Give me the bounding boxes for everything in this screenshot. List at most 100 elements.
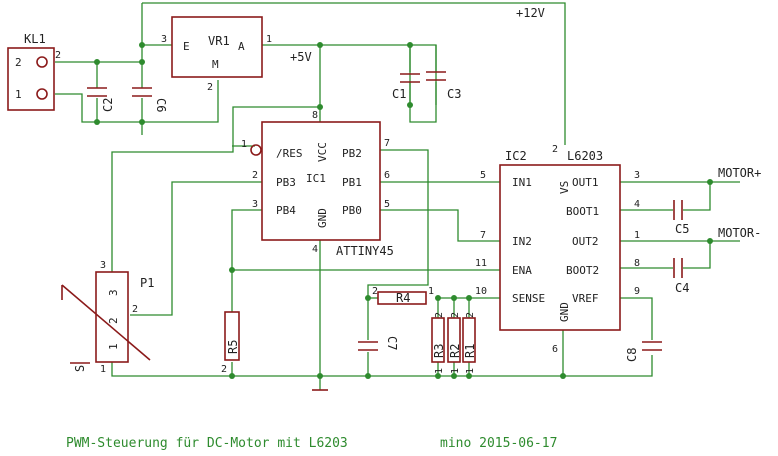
kl1-pin2-label: 2 bbox=[15, 56, 22, 69]
ic1-num-3: 3 bbox=[252, 199, 258, 210]
ic1-pin-pb0: PB0 bbox=[342, 204, 362, 217]
potentiometer-p1: P1 S 3 2 1 3 2 1 bbox=[61, 260, 154, 375]
r4-label: R4 bbox=[396, 291, 410, 305]
ic2-l6203: IC2 L6203 IN1 IN2 ENA SENSE OUT1 BOOT1 O… bbox=[475, 144, 640, 355]
ic2-pin-out2: OUT2 bbox=[572, 235, 599, 248]
resistor-r5: R5 2 bbox=[221, 311, 240, 375]
p1-num-2: 2 bbox=[132, 304, 138, 315]
resistor-r4: R4 1 bbox=[377, 286, 434, 305]
r4-num-1: 1 bbox=[428, 286, 434, 297]
net-5v: +5V bbox=[290, 50, 312, 64]
wires bbox=[55, 2, 740, 390]
r5-label: R5 bbox=[226, 340, 240, 354]
c8-label: C8 bbox=[625, 348, 639, 362]
net-motor-plus: MOTOR+ bbox=[718, 166, 761, 180]
ic2-num-3: 3 bbox=[634, 170, 640, 181]
capacitor-c8: C8 bbox=[625, 341, 662, 362]
ic1-pin-pb4: PB4 bbox=[276, 204, 296, 217]
ic1-num-5: 5 bbox=[384, 199, 390, 210]
vr1-pin-a: A bbox=[238, 40, 245, 53]
capacitor-c2: C2 bbox=[87, 87, 115, 112]
resistor-r3: R3 2 1 bbox=[431, 312, 446, 374]
kl1-ref: KL1 bbox=[24, 32, 46, 46]
r1-num-2: 2 bbox=[465, 312, 476, 318]
r2-num-1: 1 bbox=[450, 368, 461, 374]
c6-label: C6 bbox=[154, 98, 168, 112]
ic1-num-7: 7 bbox=[384, 138, 390, 149]
ic2-pin-in2: IN2 bbox=[512, 235, 532, 248]
ic1-attiny45: /RES PB3 PB4 PB2 PB1 PB0 IC1 VCC GND ATT… bbox=[241, 110, 394, 258]
vr1-ref: VR1 bbox=[208, 34, 230, 48]
ic1-num-1: 1 bbox=[241, 139, 247, 150]
ic2-num-7: 7 bbox=[480, 230, 486, 241]
ic1-num-4: 4 bbox=[312, 244, 318, 255]
p1-ref: P1 bbox=[140, 276, 154, 290]
vr1-num-1: 1 bbox=[266, 34, 272, 45]
ic2-name: L6203 bbox=[567, 149, 603, 163]
c7-num-2: 2 bbox=[372, 286, 378, 297]
ic2-num-1: 1 bbox=[634, 230, 640, 241]
ic2-pin-vref: VREF bbox=[572, 292, 599, 305]
ic2-pin-boot1: BOOT1 bbox=[566, 205, 599, 218]
ic2-num-4: 4 bbox=[634, 199, 640, 210]
ic2-num-8: 8 bbox=[634, 258, 640, 269]
c7-label: C7 bbox=[385, 336, 399, 350]
ic2-pin-sense: SENSE bbox=[512, 292, 545, 305]
c3-label: C3 bbox=[447, 87, 461, 101]
p1-s-label: S bbox=[73, 365, 87, 372]
c5-label: C5 bbox=[675, 222, 689, 236]
ic1-num-2: 2 bbox=[252, 170, 258, 181]
schematic-title: PWM-Steuerung für DC-Motor mit L6203 bbox=[66, 436, 348, 451]
voltage-regulator-vr1: E VR1 A M 3 1 2 bbox=[161, 16, 272, 93]
ic2-ref: IC2 bbox=[505, 149, 527, 163]
capacitor-c4: C4 bbox=[673, 258, 689, 295]
kl1-pin2-num: 2 bbox=[55, 50, 61, 61]
ic1-num-6: 6 bbox=[384, 170, 390, 181]
ic2-num-10: 10 bbox=[475, 286, 487, 297]
ic1-pin-pb1: PB1 bbox=[342, 176, 362, 189]
ic1-name: ATTINY45 bbox=[336, 244, 394, 258]
ic2-pin-in1: IN1 bbox=[512, 176, 532, 189]
capacitor-c3: C3 bbox=[426, 71, 461, 101]
r3-label: R3 bbox=[432, 344, 446, 358]
net-motor-minus: MOTOR- bbox=[718, 226, 761, 240]
ic2-num-6: 6 bbox=[552, 344, 558, 355]
connector-kl1: KL1 2 1 2 bbox=[7, 32, 61, 111]
capacitor-c5: C5 bbox=[673, 200, 689, 236]
r3-num-1: 1 bbox=[434, 368, 445, 374]
resistor-r2: R2 2 1 bbox=[447, 312, 462, 374]
net-12v: +12V bbox=[516, 6, 545, 20]
ic1-num-8: 8 bbox=[312, 110, 318, 121]
c1-label: C1 bbox=[392, 87, 406, 101]
vr1-num-3: 3 bbox=[161, 34, 167, 45]
ic1-pin-res: /RES bbox=[276, 147, 303, 160]
ic2-pin-boot2: BOOT2 bbox=[566, 264, 599, 277]
ic2-num-5: 5 bbox=[480, 170, 486, 181]
ic2-pin-ena: ENA bbox=[512, 264, 532, 277]
vr1-num-2: 2 bbox=[207, 82, 213, 93]
ic2-pin-gnd: GND bbox=[558, 302, 571, 322]
ic1-pin-vcc: VCC bbox=[316, 142, 329, 162]
capacitor-c7: C7 2 bbox=[358, 286, 399, 351]
kl1-pin1-label: 1 bbox=[15, 88, 22, 101]
p1-inner-3: 3 bbox=[107, 289, 120, 296]
ic2-num-9: 9 bbox=[634, 286, 640, 297]
r3-num-2: 2 bbox=[434, 312, 445, 318]
vr1-pin-e: E bbox=[183, 40, 190, 53]
p1-num-1: 1 bbox=[100, 364, 106, 375]
ic2-num-11: 11 bbox=[475, 258, 487, 269]
ic2-pin-vs: VS bbox=[558, 181, 571, 194]
c2-label: C2 bbox=[101, 98, 115, 112]
ic1-pin-gnd: GND bbox=[316, 208, 329, 228]
r1-num-1: 1 bbox=[465, 368, 476, 374]
ic1-pin-pb3: PB3 bbox=[276, 176, 296, 189]
ic2-num-2: 2 bbox=[552, 144, 558, 155]
ic1-ref: IC1 bbox=[306, 172, 326, 185]
p1-num-3: 3 bbox=[100, 260, 106, 271]
r2-num-2: 2 bbox=[450, 312, 461, 318]
junctions bbox=[94, 42, 713, 379]
author-date: mino 2015-06-17 bbox=[440, 436, 557, 451]
p1-inner-2: 2 bbox=[107, 317, 120, 324]
resistor-r1: R1 2 1 bbox=[462, 312, 477, 374]
